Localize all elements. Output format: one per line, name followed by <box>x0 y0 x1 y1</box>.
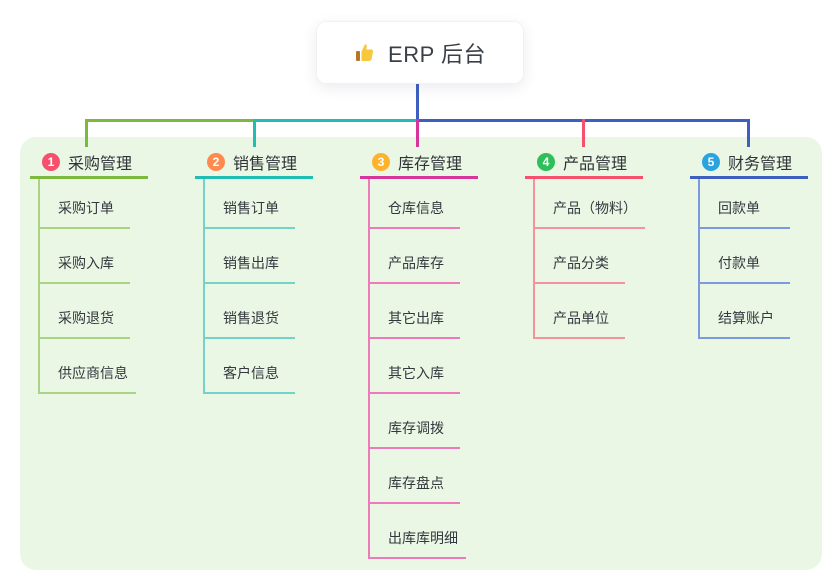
thumbs-up-icon <box>354 41 378 65</box>
branch-title: 销售管理 <box>233 156 298 173</box>
branch-number-badge: 3 <box>372 153 390 171</box>
branch-number-badge: 5 <box>702 153 720 171</box>
mindmap-panel <box>20 137 822 570</box>
child-node: 销售订单 <box>205 179 295 229</box>
branch-number-badge: 1 <box>42 153 60 171</box>
branch-header: 5 财务管理 <box>690 148 808 179</box>
bus-segment-mid <box>253 119 419 122</box>
branch-drop-line-3 <box>416 119 419 147</box>
child-node: 出库库明细 <box>370 504 466 559</box>
branch-children: 仓库信息产品库存其它出库其它入库库存调拨库存盘点出库库明细 <box>368 179 478 559</box>
child-node: 产品单位 <box>535 284 625 339</box>
child-node: 采购订单 <box>40 179 130 229</box>
branch-drop-line-4 <box>582 119 585 147</box>
child-node: 库存盘点 <box>370 449 460 504</box>
child-node: 回款单 <box>700 179 790 229</box>
root-title: ERP 后台 <box>388 41 486 67</box>
branch-children: 产品（物料）产品分类产品单位 <box>533 179 645 339</box>
root-stem-line <box>416 82 419 122</box>
branch-children: 回款单付款单结算账户 <box>698 179 808 339</box>
branch-children: 销售订单销售出库销售退货客户信息 <box>203 179 313 394</box>
child-node: 销售出库 <box>205 229 295 284</box>
root-node: ERP 后台 <box>316 21 524 84</box>
child-node: 库存调拨 <box>370 394 460 449</box>
branch-财务管理: 5 财务管理回款单付款单结算账户 <box>690 148 808 339</box>
child-node: 产品库存 <box>370 229 460 284</box>
child-node: 其它入库 <box>370 339 460 394</box>
child-node: 付款单 <box>700 229 790 284</box>
branch-number-badge: 2 <box>207 153 225 171</box>
child-node: 产品（物料） <box>535 179 645 229</box>
branch-children: 采购订单采购入库采购退货供应商信息 <box>38 179 148 394</box>
branch-产品管理: 4 产品管理产品（物料）产品分类产品单位 <box>525 148 645 339</box>
child-node: 结算账户 <box>700 284 790 339</box>
branch-drop-line-1 <box>85 119 88 147</box>
child-node: 其它出库 <box>370 284 460 339</box>
branch-title: 采购管理 <box>68 156 133 173</box>
child-node: 仓库信息 <box>370 179 460 229</box>
child-node: 采购入库 <box>40 229 130 284</box>
branch-drop-line-5 <box>747 119 750 147</box>
bus-segment-left <box>85 119 256 122</box>
branch-采购管理: 1 采购管理采购订单采购入库采购退货供应商信息 <box>30 148 148 394</box>
branch-销售管理: 2 销售管理销售订单销售出库销售退货客户信息 <box>195 148 313 394</box>
branch-库存管理: 3 库存管理仓库信息产品库存其它出库其它入库库存调拨库存盘点出库库明细 <box>360 148 478 559</box>
branch-title: 财务管理 <box>728 156 793 173</box>
branch-header: 4 产品管理 <box>525 148 643 179</box>
branch-header: 3 库存管理 <box>360 148 478 179</box>
child-node: 客户信息 <box>205 339 295 394</box>
child-node: 采购退货 <box>40 284 130 339</box>
branch-header: 2 销售管理 <box>195 148 313 179</box>
branch-title: 库存管理 <box>398 156 463 173</box>
branch-number-badge: 4 <box>537 153 555 171</box>
child-node: 销售退货 <box>205 284 295 339</box>
branch-header: 1 采购管理 <box>30 148 148 179</box>
branch-drop-line-2 <box>253 119 256 147</box>
child-node: 产品分类 <box>535 229 625 284</box>
thumbs-up-glyph <box>356 43 374 61</box>
branch-title: 产品管理 <box>563 156 628 173</box>
child-node: 供应商信息 <box>40 339 136 394</box>
